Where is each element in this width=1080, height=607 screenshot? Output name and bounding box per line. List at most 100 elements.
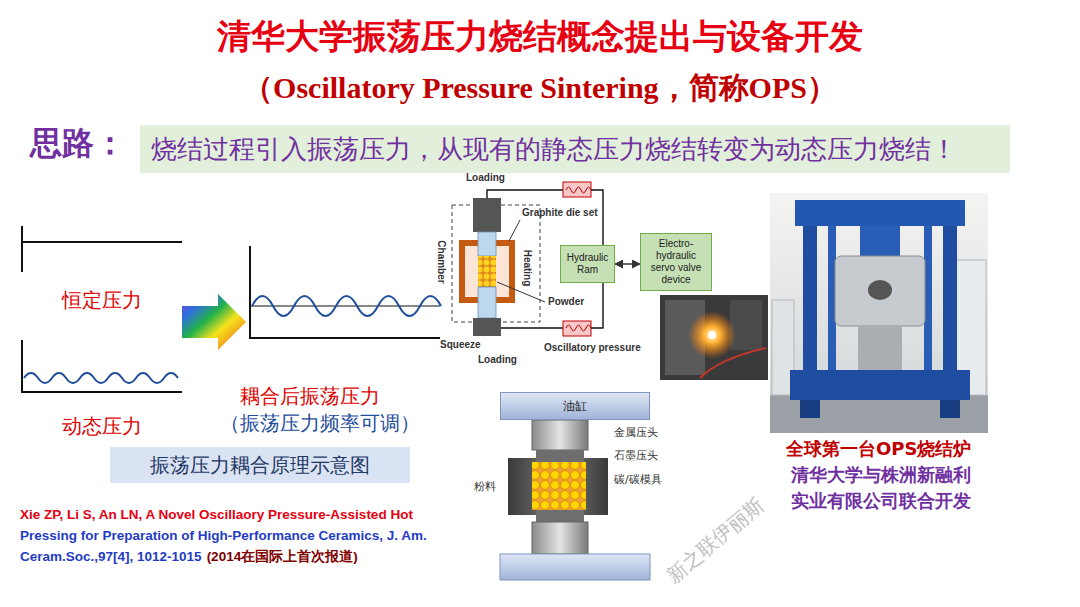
press-mold-diagram-part — [532, 462, 586, 510]
part-label: 粉料 — [474, 480, 496, 493]
ops-furnace-photo-part — [770, 395, 988, 433]
part-label-holder: Oscillatory pressure — [544, 342, 641, 354]
reference-note: (2014在国际上首次报道) — [207, 546, 358, 567]
graph-label: 耦合后振荡压力 — [240, 384, 380, 408]
constant-pressure-graph — [22, 226, 182, 272]
ops-schematic-part — [563, 321, 591, 336]
part-label: Graphite die set — [522, 207, 598, 218]
ops-furnace-photo-part — [803, 210, 817, 385]
press-mold-diagram-part — [508, 458, 608, 515]
ops-schematic-part — [473, 318, 501, 336]
double-arrow — [615, 263, 640, 265]
part-label-holder: Loading — [478, 354, 517, 366]
ops-furnace-photo — [770, 193, 988, 433]
oil-cylinder-plate: 油缸 — [500, 392, 650, 420]
press-mold-diagram-part — [536, 510, 584, 522]
band-text: 振荡压力耦合原理示意图 — [150, 451, 370, 479]
coupled-pressure-graph — [250, 246, 441, 338]
furnace-closeup-photo-part — [708, 331, 716, 339]
furnace-closeup-photo-part — [688, 311, 736, 359]
coupled-pressure-graph-part — [250, 306, 440, 307]
reference-authors: Xie ZP, Li S, An LN, A Novel Oscillaory … — [20, 504, 495, 525]
furnace-closeup-photo-part — [660, 295, 768, 380]
press-mold-diagram-part — [500, 554, 650, 580]
subtitle-holder: （Oscillatory Pressure Sintering，简称OPS） — [0, 70, 1080, 106]
reference-block: Xie ZP, Li S, An LN, A Novel Oscillaory … — [20, 504, 495, 567]
ops-furnace-photo-part — [943, 210, 957, 385]
part-label: 碳/碳模具 — [614, 473, 662, 486]
part-label-holder: 石墨压头 — [614, 449, 658, 463]
part-label: Chamber — [436, 240, 447, 283]
idea-text: 烧结过程引入振荡压力，从现有的静态压力烧结转变为动态压力烧结！ — [143, 129, 957, 169]
ops-furnace-photo-part — [835, 256, 925, 326]
subtitle: （Oscillatory Pressure Sintering，简称OPS） — [243, 71, 837, 104]
part-label-holder: Squeeze — [440, 339, 481, 351]
part-label: Loading — [466, 172, 505, 183]
photo-caption-holder: 全球第一台OPS烧结炉 — [786, 437, 971, 461]
part-label-holder: 金属压头 — [614, 426, 658, 440]
ops-schematic-part — [478, 232, 496, 256]
part-label-holder: Heating — [521, 250, 533, 287]
coupled-pressure-graph-part — [252, 296, 441, 316]
part-label-holder: Chamber — [435, 240, 447, 283]
graph-label: 动态压力 — [62, 414, 142, 438]
press-mold-diagram-part — [536, 450, 584, 462]
gradient-arrow — [182, 294, 246, 350]
ops-schematic-part — [478, 256, 496, 287]
press-mold-diagram — [500, 420, 650, 580]
caption-band: 振荡压力耦合原理示意图 — [110, 447, 410, 483]
part-label-holder: Graphite die set — [522, 207, 598, 219]
photo-credit-holder: 清华大学与株洲新融利 实业有限公司联合开发 — [783, 462, 978, 514]
dynamic-pressure-graph-part — [22, 340, 182, 392]
ops-furnace-photo-part — [868, 280, 892, 300]
idea-heading: 思路： — [30, 123, 126, 163]
part-label: 金属压头 — [614, 426, 658, 439]
part-label: Heating — [522, 250, 533, 287]
graph-label: 恒定压力 — [62, 288, 142, 312]
ops-schematic-part — [497, 220, 545, 302]
coupled-pressure-graph-part — [250, 246, 440, 338]
part-label-holder: Powder — [548, 296, 584, 308]
part-label-holder: Loading — [466, 172, 505, 184]
box-text: Electro-hydraulic servo valve device — [644, 238, 708, 286]
furnace-closeup-photo-part — [700, 348, 766, 378]
ops-schematic-part — [566, 325, 591, 331]
furnace-closeup-photo-part — [730, 300, 762, 350]
graph-note: （振荡压力频率可调） — [220, 411, 420, 435]
slide-title: 清华大学振荡压力烧结概念提出与设备开发 — [217, 17, 863, 55]
ops-schematic-part — [473, 198, 501, 232]
photo-credit: 清华大学与株洲新融利 实业有限公司联合开发 — [791, 464, 971, 511]
watermark: 新之联伊丽斯 — [661, 492, 768, 588]
ops-furnace-photo-part — [800, 400, 820, 418]
press-mold-diagram-part — [532, 420, 588, 450]
box-text: Hydraulic Ram — [564, 252, 611, 276]
ops-furnace-photo-part — [790, 370, 970, 400]
ops-furnace-photo-part — [860, 226, 900, 256]
title-holder: 清华大学振荡压力烧结概念提出与设备开发 — [0, 14, 1080, 58]
part-label-holder: 碳/碳模具 — [614, 473, 662, 487]
plate-text: 油缸 — [563, 398, 587, 414]
ops-furnace-photo-part — [795, 200, 965, 226]
ops-schematic-part — [566, 187, 591, 193]
part-label: Loading — [478, 354, 517, 365]
graph-label-holder: 恒定压力 — [62, 288, 142, 312]
ops-schematic-part — [563, 182, 591, 197]
part-label: Oscillatory pressure — [544, 342, 641, 353]
ops-furnace-photo-part — [940, 400, 960, 418]
part-label: Powder — [548, 296, 584, 307]
watermark-holder: 新之联伊丽斯 — [661, 492, 768, 588]
ops-furnace-photo-part — [858, 326, 902, 370]
photo-caption: 全球第一台OPS烧结炉 — [786, 438, 971, 459]
ops-schematic-part — [478, 287, 496, 318]
part-label: Squeeze — [440, 339, 481, 350]
furnace-closeup-photo — [660, 295, 768, 380]
hydraulic-ram-box: Hydraulic Ram — [560, 245, 615, 283]
constant-pressure-graph-part — [22, 226, 182, 272]
part-label: 石墨压头 — [614, 449, 658, 462]
graph-label-holder: 动态压力 — [62, 414, 142, 438]
servo-valve-box: Electro-hydraulic servo valve device — [640, 233, 712, 291]
gradient-arrow-part — [182, 294, 246, 350]
graph-label-holder: 耦合后振荡压力 — [240, 384, 380, 408]
dynamic-pressure-graph-part — [24, 373, 178, 383]
